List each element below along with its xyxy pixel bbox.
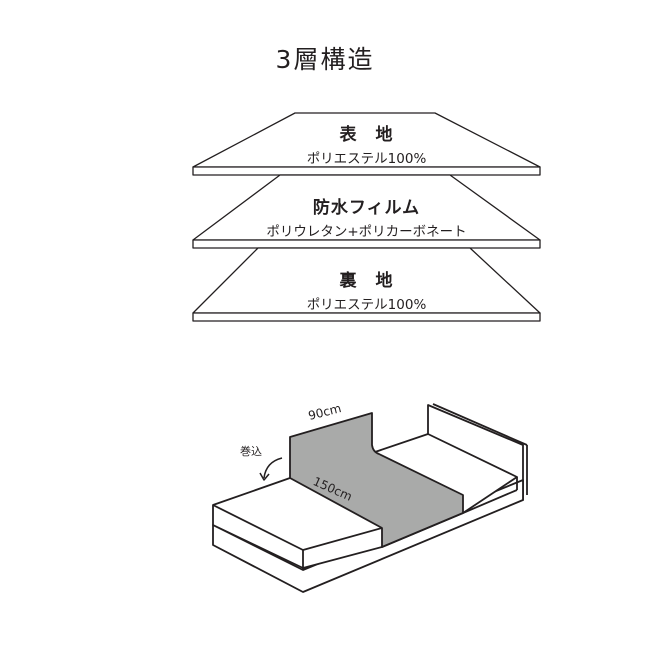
waterproof-sheet [289,412,464,548]
layer-bottom-material: ポリエステル100% [306,297,427,313]
layer-middle-material: ポリウレタン+ポリカーボネート [266,224,467,240]
layer-bottom-name: 裏 地 [339,271,394,291]
layer-top: 表 地 ポリエステル100% [193,120,540,167]
layer-bottom-shape [192,247,541,322]
layer-middle-shape [192,174,541,249]
bed-illustration [212,403,528,593]
tuck-arrow-icon [263,457,283,479]
layer-middle: 防水フィルム ポリウレタン+ポリカーボネート [193,193,540,240]
layer-top-shape [192,112,541,176]
layer-top-material: ポリエステル100% [306,151,427,167]
layer-middle-name: 防水フィルム [312,198,421,218]
diagram-title: 3層構造 [275,45,375,74]
layer-top-name: 表 地 [339,125,394,145]
layer-bottom: 裏 地 ポリエステル100% [193,266,540,313]
tuck-label: 巻込 [240,445,262,458]
